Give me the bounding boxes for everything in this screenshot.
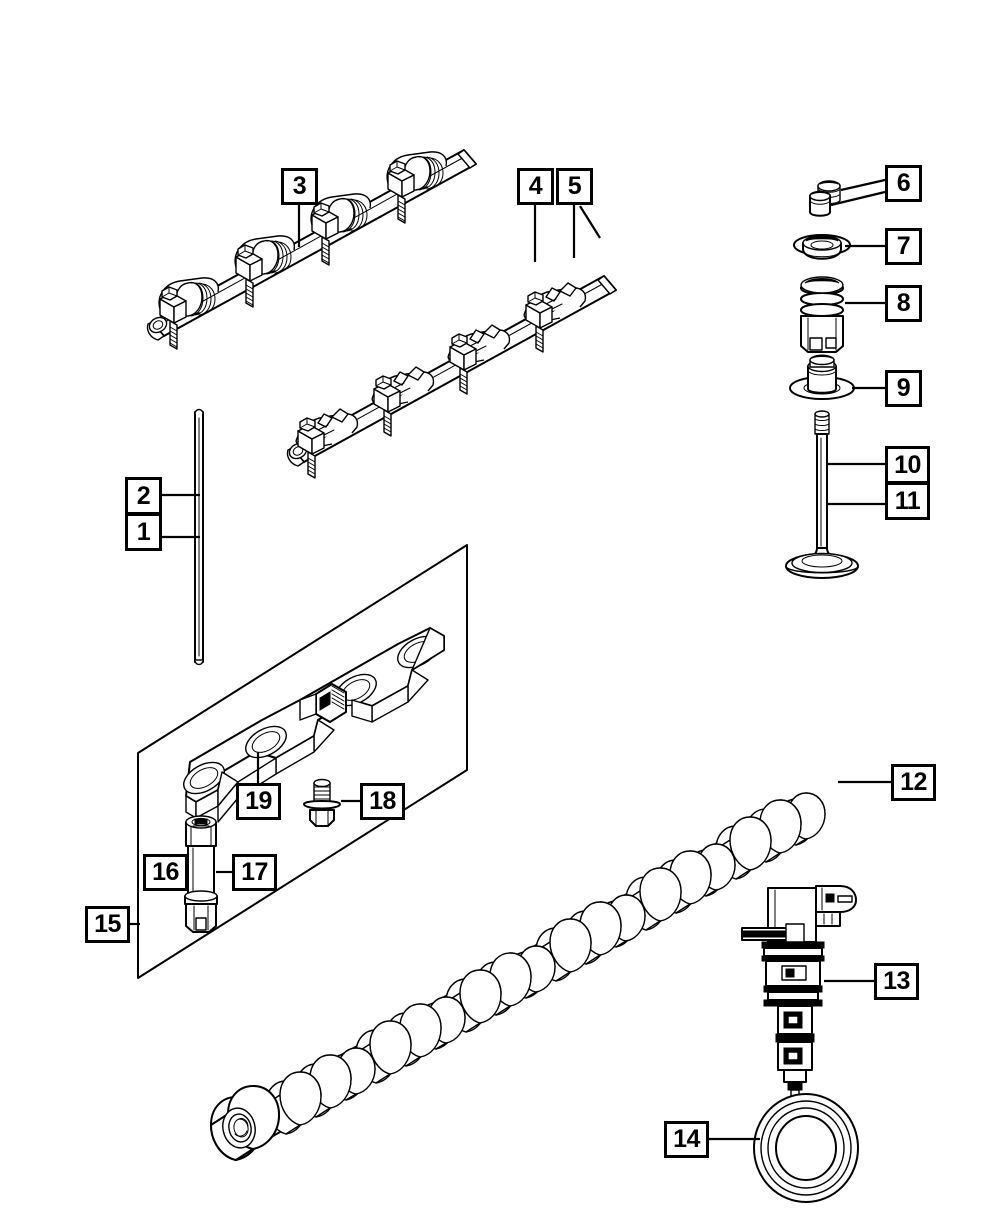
camshaft-oil-control-valve [741, 885, 857, 1102]
callout-box-11[interactable]: 11 [885, 483, 930, 520]
valve-stem-seal [789, 354, 855, 400]
callout-box-3[interactable]: 3 [281, 168, 318, 205]
callout-box-10[interactable]: 10 [885, 446, 930, 483]
rocker-shaft-assembly-lower [286, 275, 617, 479]
callout-box-1[interactable]: 1 [125, 514, 162, 551]
callout-box-12[interactable]: 12 [891, 764, 936, 801]
callout-box-4[interactable]: 4 [517, 168, 554, 205]
callout-box-5[interactable]: 5 [556, 168, 593, 205]
valve [785, 410, 859, 579]
valve-spring-retainer [793, 234, 851, 260]
callout-box-17[interactable]: 17 [232, 854, 277, 891]
callout-box-14[interactable]: 14 [664, 1121, 709, 1158]
camshaft [210, 792, 826, 1161]
callout-box-19[interactable]: 19 [236, 783, 281, 820]
rocker-shaft-assembly-upper [146, 149, 477, 350]
valve-spring-locks [809, 180, 841, 217]
callout-box-2[interactable]: 2 [125, 477, 162, 514]
tappet-package-panel [137, 544, 468, 979]
leader-lines [130, 178, 891, 1141]
callout-box-13[interactable]: 13 [874, 963, 919, 1000]
tappet-retainer-bolt [303, 778, 341, 827]
callout-box-15[interactable]: 15 [85, 906, 130, 943]
callout-box-7[interactable]: 7 [885, 228, 922, 265]
callout-box-16[interactable]: 16 [143, 854, 188, 891]
camshaft-seal-ring [753, 1093, 859, 1203]
callout-box-8[interactable]: 8 [885, 285, 922, 322]
callout-box-18[interactable]: 18 [360, 783, 405, 820]
hydraulic-lifter [184, 815, 218, 933]
callout-box-9[interactable]: 9 [885, 370, 922, 407]
callout-box-6[interactable]: 6 [885, 165, 922, 202]
valve-spring [800, 276, 844, 353]
